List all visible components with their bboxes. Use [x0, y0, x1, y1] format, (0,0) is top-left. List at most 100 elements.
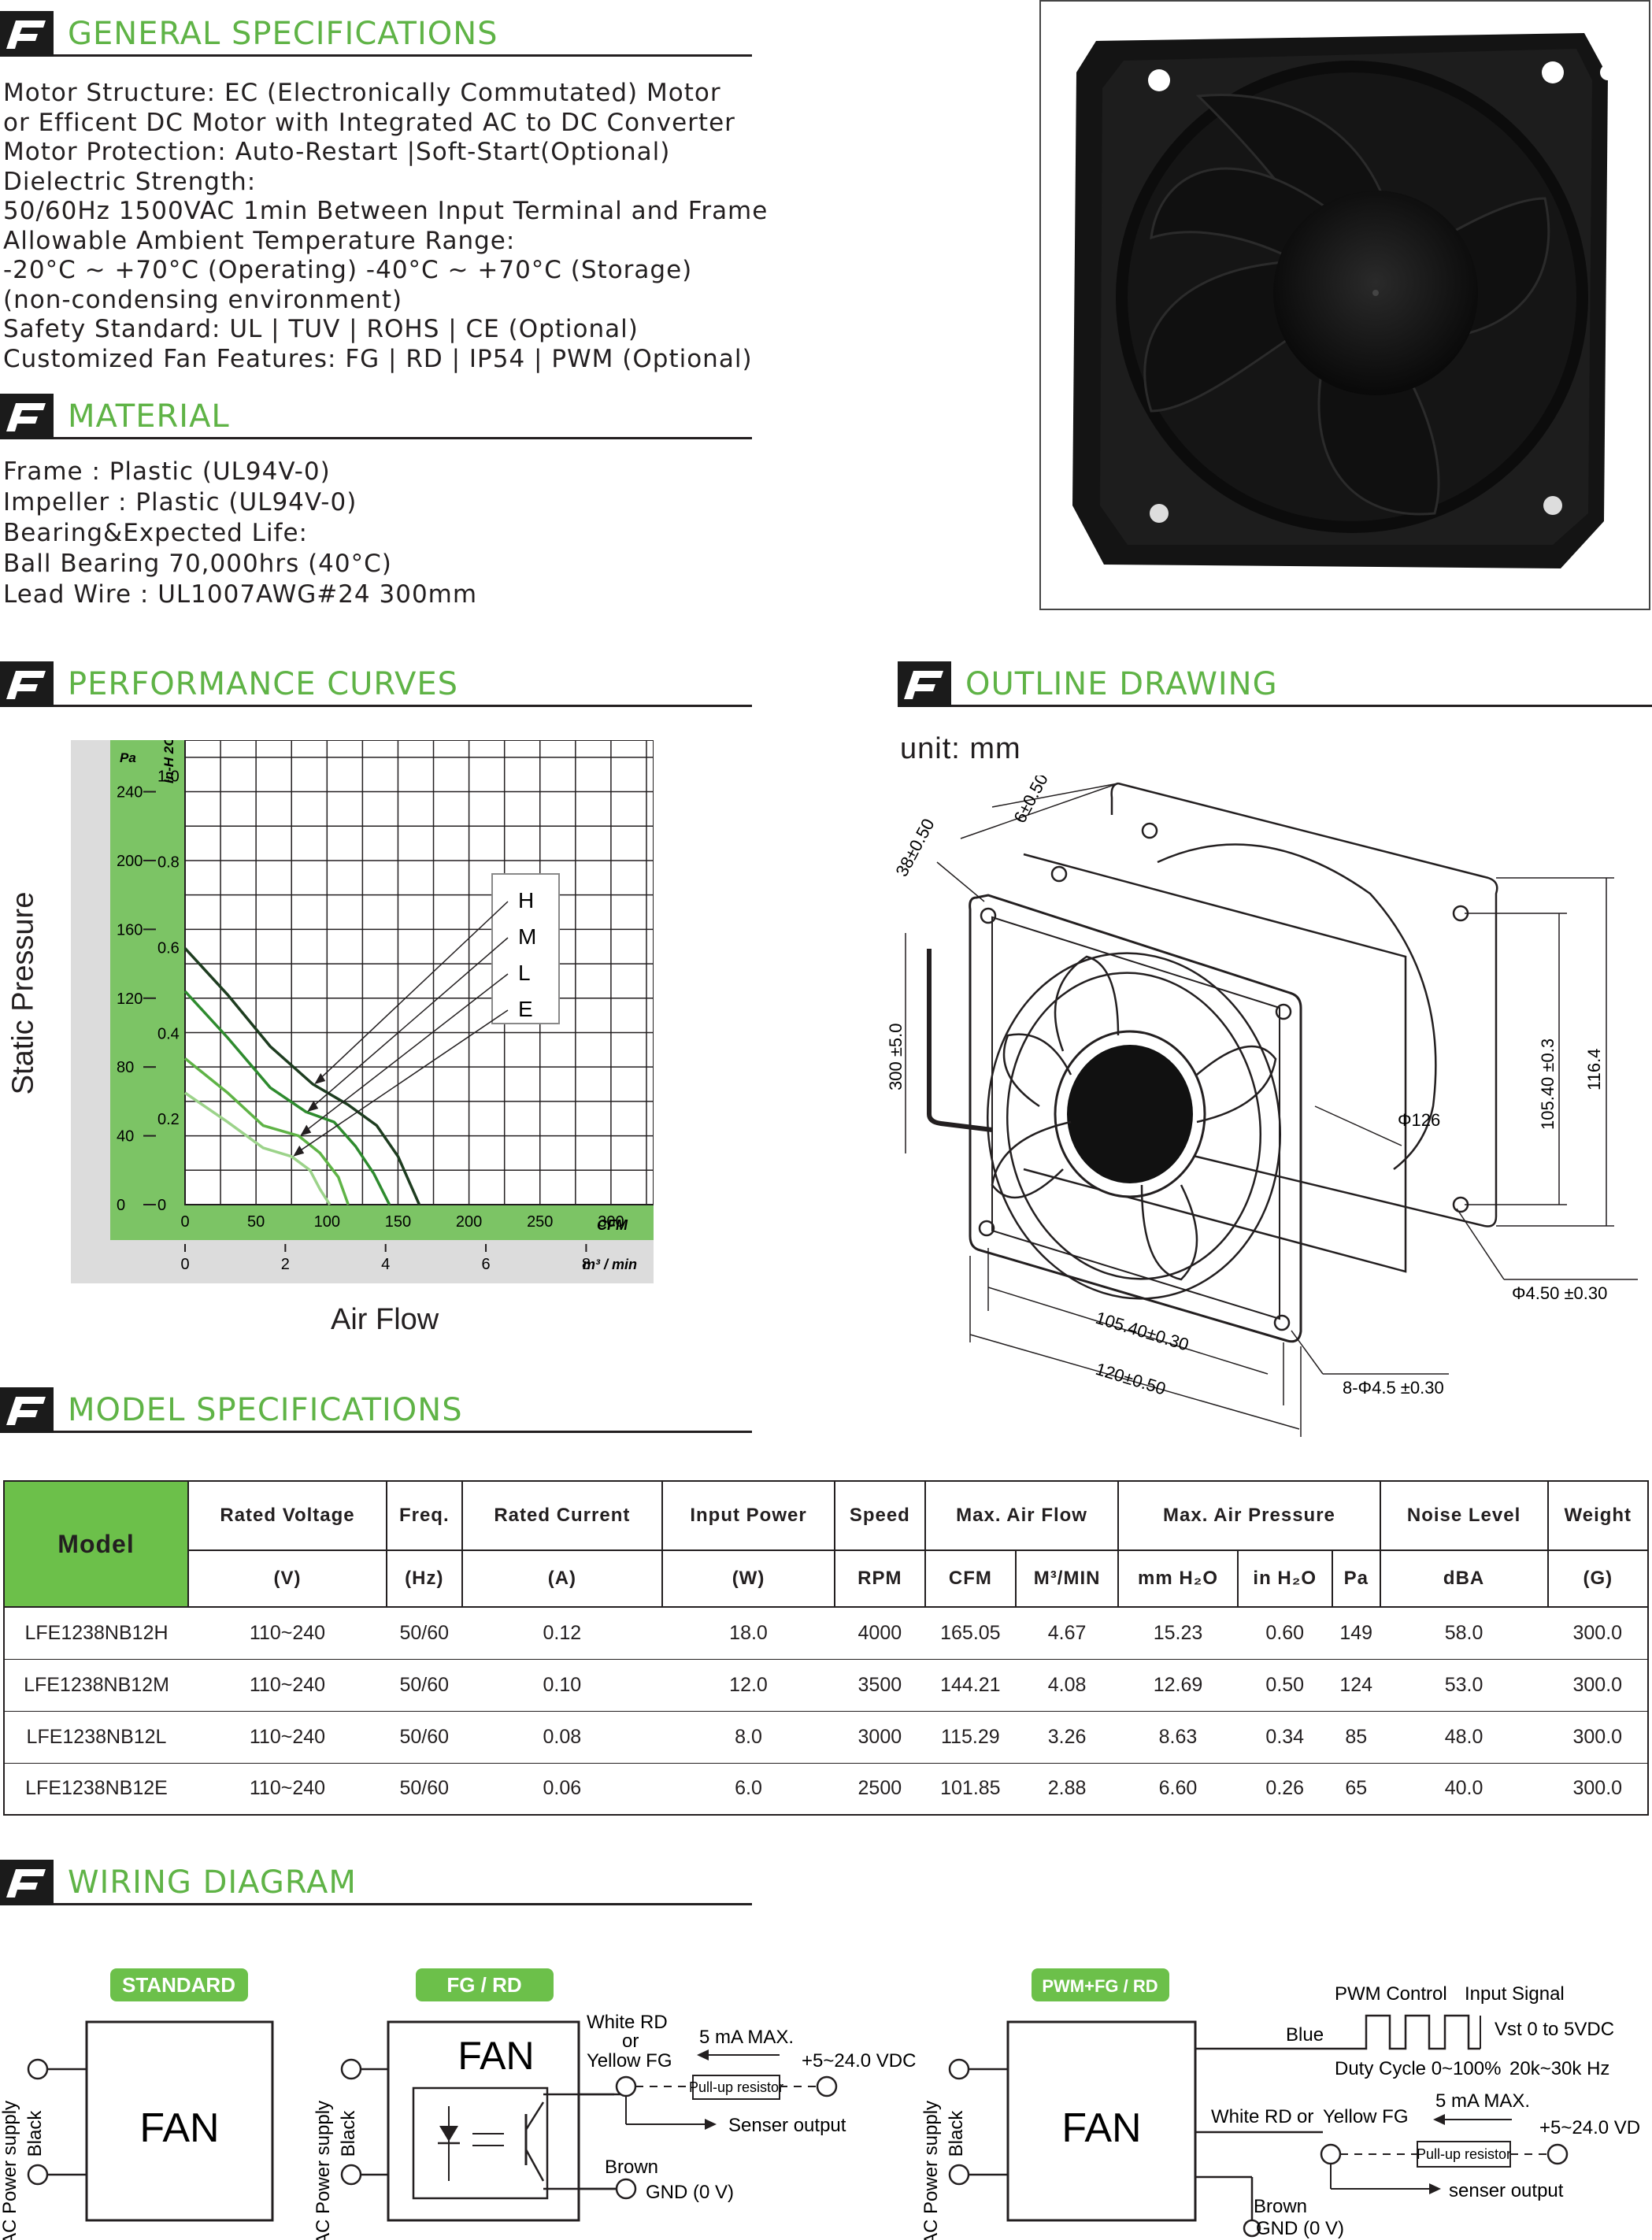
- unit-cell: mm H₂O: [1117, 1549, 1239, 1608]
- table-cell: 0.12: [461, 1606, 663, 1660]
- table-row: LFE1238NB12L 110~240 50/60 0.08 8.0 3000…: [3, 1710, 1650, 1764]
- brand-logo-icon: [0, 11, 54, 57]
- dim-height: 116.4: [1584, 1049, 1604, 1090]
- curve-M: [183, 990, 391, 1205]
- m3-tick-label: 2: [281, 1256, 290, 1273]
- fgrd-white-rd: White RD: [587, 2012, 668, 2033]
- material-line: Impeller : Plastic (UL94V-0): [3, 488, 357, 516]
- table-cell: 6.0: [662, 1762, 835, 1816]
- unit-cell: (W): [661, 1549, 835, 1608]
- table-cell: 8.0: [662, 1710, 835, 1764]
- unit-cell: M³/MIN: [1014, 1549, 1120, 1608]
- table-cell: LFE1238NB12H: [3, 1606, 188, 1660]
- table-cell: LFE1238NB12L: [3, 1710, 188, 1764]
- table-cell: 0.26: [1237, 1762, 1332, 1816]
- unit-cell: dBA: [1379, 1549, 1549, 1608]
- table-cell: 4.08: [1015, 1658, 1119, 1712]
- performance-header: PERFORMANCE CURVES: [0, 661, 752, 707]
- spec-line: 50/60Hz 1500VAC 1min Between Input Termi…: [3, 197, 769, 225]
- x-axis-base: [110, 1240, 654, 1283]
- inh2o-tick-label: 0: [157, 1197, 166, 1214]
- curve-H: [183, 947, 421, 1205]
- pa-tick-label: 40: [117, 1128, 134, 1146]
- table-cell: 300.0: [1547, 1606, 1650, 1660]
- section-title: GENERAL SPECIFICATIONS: [68, 16, 498, 52]
- standard-fan-label: FAN: [139, 2105, 219, 2151]
- table-cell: 85: [1332, 1710, 1380, 1764]
- table-cell: 12.69: [1118, 1658, 1238, 1712]
- table-cell: 4.67: [1015, 1606, 1119, 1660]
- table-cell: 18.0: [662, 1606, 835, 1660]
- table-row: LFE1238NB12M 110~240 50/60 0.10 12.0 350…: [3, 1658, 1650, 1712]
- table-cell: 110~240: [188, 1710, 387, 1764]
- section-title: MATERIAL: [68, 398, 230, 435]
- table-cell: 40.0: [1380, 1762, 1548, 1816]
- inh2o-tick-label: 0.6: [157, 939, 180, 957]
- material-header: MATERIAL: [0, 394, 752, 439]
- table-cell: 65: [1332, 1762, 1380, 1816]
- brand-logo-icon: [0, 1387, 54, 1433]
- unit-cell: in H₂O: [1236, 1549, 1333, 1608]
- legend-label-H: H: [518, 888, 534, 913]
- fgrd-tag-label: FG / RD: [446, 1973, 521, 1997]
- standard-supply-label: AC Power supply: [0, 2101, 20, 2240]
- table-cell: 58.0: [1380, 1606, 1548, 1660]
- plot-area: [184, 740, 654, 1205]
- cfm-tick-label: 100: [314, 1213, 340, 1231]
- pa-tick-label: 200: [117, 853, 143, 870]
- table-cell: 2.88: [1015, 1762, 1119, 1816]
- dim-flange: 6±0.50: [1009, 776, 1052, 826]
- cfm-tick-label: 150: [385, 1213, 411, 1231]
- pwm-supply-label: AC Power supply: [920, 2101, 942, 2240]
- brand-logo-icon: [898, 661, 951, 707]
- dim-hole-spacing-h: 105.40±0.30: [1094, 1308, 1191, 1355]
- material-line: Bearing&Expected Life:: [3, 519, 308, 547]
- cfm-tick-label: 300: [598, 1213, 624, 1231]
- pwm-input-signal: Input Signal: [1465, 1983, 1565, 2005]
- spec-line: Dielectric Strength:: [3, 167, 257, 196]
- spec-line: Motor Protection: Auto-Restart |Soft-Sta…: [3, 138, 671, 166]
- unit-cell: (G): [1546, 1549, 1650, 1608]
- divider: [951, 705, 1652, 707]
- inh2o-tick-label: 0.8: [157, 854, 180, 872]
- pwm-fan-label: FAN: [1061, 2105, 1141, 2151]
- divider: [54, 705, 752, 707]
- table-cell: 144.21: [924, 1658, 1016, 1712]
- pa-tick-label: 160: [117, 921, 143, 939]
- outline-drawing: 38±0.50 6±0.50 300 ±5.0 105.40 ±0.3 116.…: [886, 776, 1638, 1437]
- pwm-brown: Brown: [1254, 2196, 1307, 2217]
- table-row: LFE1238NB12H 110~240 50/60 0.12 18.0 400…: [3, 1606, 1650, 1660]
- cfm-tick-label: 250: [527, 1213, 553, 1231]
- m3-unit-label: m³ / min: [583, 1257, 637, 1272]
- table-cell: 300.0: [1547, 1762, 1650, 1816]
- material-line: Frame : Plastic (UL94V-0): [3, 457, 331, 486]
- standard-tag-label: STANDARD: [122, 1973, 235, 1997]
- fgrd-fan-label: FAN: [457, 2034, 534, 2078]
- dim-depth: 38±0.50: [891, 816, 938, 880]
- table-cell: 165.05: [924, 1606, 1016, 1660]
- legend-label-M: M: [518, 924, 536, 949]
- pwm-duty: Duty Cycle 0~100%: [1335, 2058, 1501, 2079]
- table-cell: 0.60: [1237, 1606, 1332, 1660]
- section-title: WIRING DIAGRAM: [68, 1864, 357, 1901]
- col-voltage: Rated Voltage: [187, 1480, 388, 1551]
- table-cell: 2500: [834, 1762, 925, 1816]
- col-current: Rated Current: [461, 1480, 664, 1551]
- table-cell: 115.29: [924, 1710, 1016, 1764]
- table-cell: 149: [1332, 1606, 1380, 1660]
- pwm-freq: 20k~30k Hz: [1509, 2058, 1609, 2079]
- pwm-sensor: senser output: [1449, 2180, 1564, 2201]
- brand-logo-icon: [0, 394, 54, 439]
- table-cell: 12.0: [662, 1658, 835, 1712]
- m3-tick-label: 8: [582, 1256, 591, 1273]
- fgrd-sensor: Senser output: [728, 2115, 846, 2136]
- col-model: Model: [3, 1480, 189, 1608]
- fgrd-brown: Brown: [605, 2157, 658, 2178]
- table-cell: 124: [1332, 1658, 1380, 1712]
- fgrd-black-label: Black: [338, 2110, 359, 2157]
- table-cell: LFE1238NB12E: [3, 1762, 188, 1816]
- pwm-resistor: Pull-up resistor: [1417, 2146, 1511, 2162]
- chart-frame: [71, 740, 110, 1283]
- cfm-tick-label: 200: [456, 1213, 482, 1231]
